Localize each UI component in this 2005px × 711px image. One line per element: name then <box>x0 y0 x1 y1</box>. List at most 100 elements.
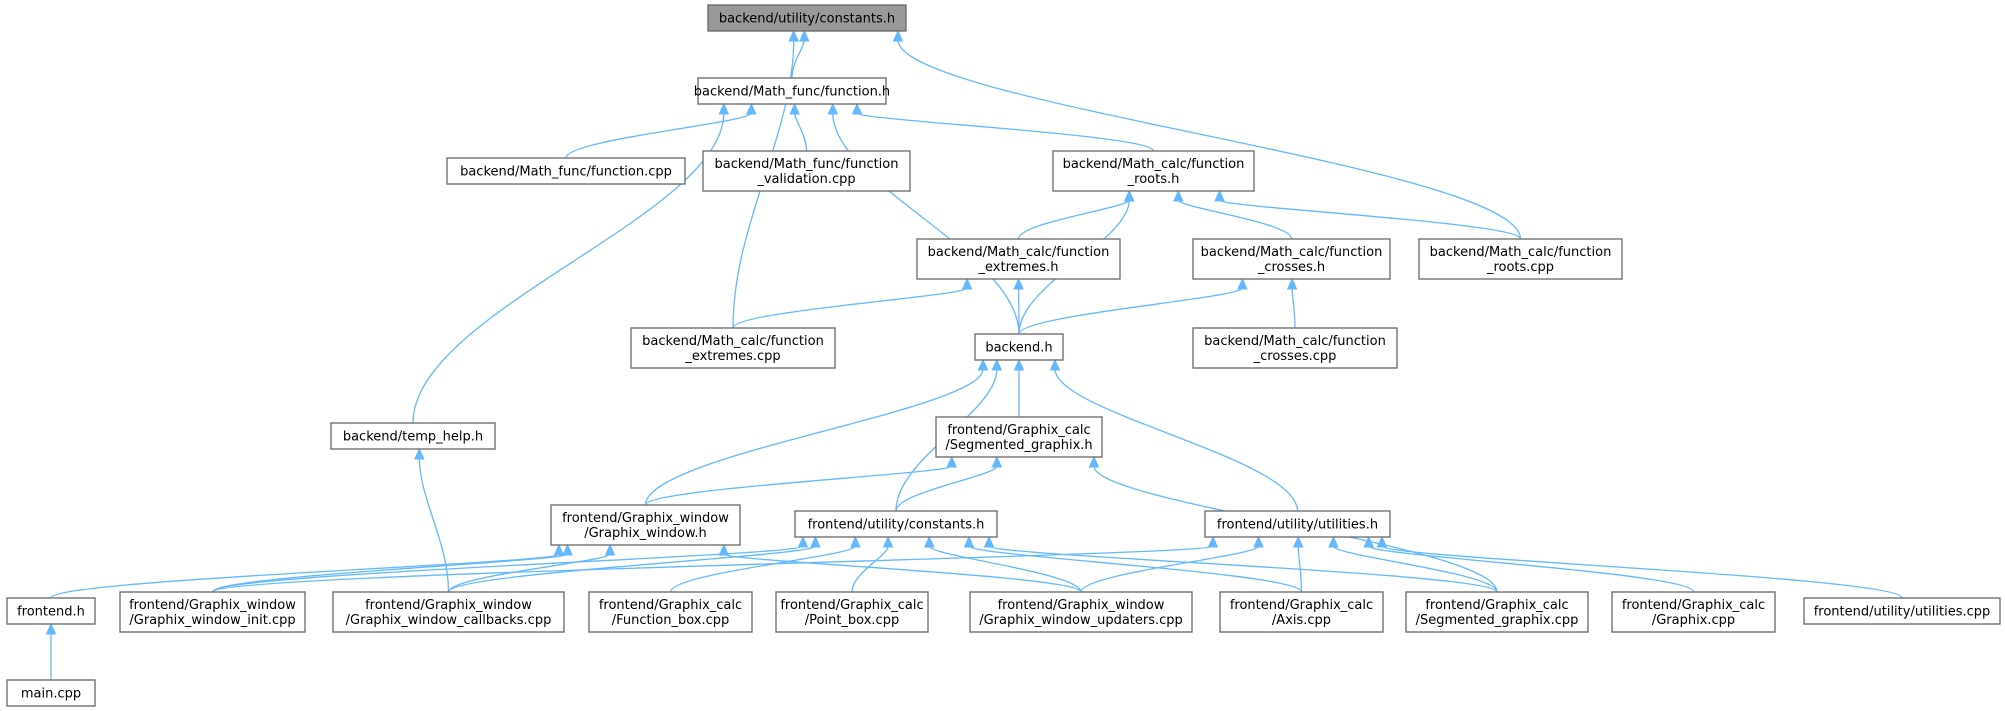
edge-function_h-to-backend_h <box>832 112 1020 335</box>
node-box[interactable] <box>1052 150 1255 192</box>
arrowhead-graphix_window_h-from-frontend_h <box>553 543 565 556</box>
node-fe-constants-h[interactable]: frontend/utility/constants.h <box>794 510 998 538</box>
arrowhead-function_roots_h-from-function_extremes_h <box>1123 189 1135 202</box>
arrowhead-fe_constants_h-from-gw_init_cpp <box>797 535 809 548</box>
edge-utilities_h-to-segmented_graphix_cpp <box>1332 545 1498 593</box>
node-box[interactable] <box>794 510 998 538</box>
node-label: /Point_box.cpp <box>805 613 899 628</box>
node-constants-h[interactable]: backend/utility/constants.h <box>707 4 907 32</box>
node-box[interactable] <box>6 679 96 707</box>
node-label: frontend/utility/utilities.cpp <box>1814 605 1991 620</box>
node-gw-updaters-cpp[interactable]: frontend/Graphix_window/Graphix_window_u… <box>969 591 1193 633</box>
node-label: frontend/Graphix_calc <box>1230 598 1373 613</box>
edge-layer <box>45 29 1903 680</box>
node-box[interactable] <box>916 238 1121 280</box>
arrowhead-utilities_h-from-graphix_cpp <box>1363 535 1375 548</box>
node-box[interactable] <box>974 333 1064 361</box>
node-box[interactable] <box>446 157 686 185</box>
node-function-validation-cpp[interactable]: backend/Math_func/function_validation.cp… <box>702 150 911 192</box>
node-gw-callbacks-cpp[interactable]: frontend/Graphix_window/Graphix_window_c… <box>332 591 565 633</box>
node-label: _validation.cpp <box>756 172 855 187</box>
arrowhead-function_h-from-function_cpp <box>746 102 757 115</box>
node-graphix-cpp[interactable]: frontend/Graphix_calc/Graphix.cpp <box>1611 591 1776 633</box>
arrowhead-function_extremes_h-from-function_extremes_cpp <box>961 277 973 290</box>
node-box[interactable] <box>1611 591 1776 633</box>
edge-function_roots_h-to-function_extremes_h <box>1017 199 1130 240</box>
node-label: /Graphix_window_updaters.cpp <box>979 613 1183 628</box>
node-function-crosses-h[interactable]: backend/Math_calc/function_crosses.h <box>1192 238 1391 280</box>
node-utilities-h[interactable]: frontend/utility/utilities.h <box>1204 510 1391 538</box>
edge-fe_constants_h-to-function_box_cpp <box>669 545 857 593</box>
node-function-box-cpp[interactable]: frontend/Graphix_calc/Function_box.cpp <box>588 591 753 633</box>
arrowhead-graphix_window_h-from-gw_init_cpp <box>562 543 573 556</box>
node-frontend-h[interactable]: frontend.h <box>6 597 96 625</box>
node-box[interactable] <box>119 591 306 633</box>
node-function-extremes-cpp[interactable]: backend/Math_calc/function_extremes.cpp <box>630 327 836 369</box>
arrowhead-utilities_h-from-gw_updaters_cpp <box>1253 535 1264 548</box>
arrowhead-function_roots_h-from-backend_h <box>1124 189 1135 202</box>
arrowhead-function_h-from-temp_help_h <box>718 102 730 115</box>
edge-utilities_h-to-graphix_cpp <box>1368 545 1695 593</box>
node-label: /Graphix.cpp <box>1652 613 1735 628</box>
node-gw-init-cpp[interactable]: frontend/Graphix_window/Graphix_window_i… <box>119 591 306 633</box>
node-label: frontend/Graphix_window <box>365 598 532 613</box>
node-function-roots-cpp[interactable]: backend/Math_calc/function_roots.cpp <box>1418 238 1623 280</box>
node-function-crosses-cpp[interactable]: backend/Math_calc/function_crosses.cpp <box>1192 327 1398 369</box>
node-box[interactable] <box>969 591 1193 633</box>
node-graphix-window-h[interactable]: frontend/Graphix_window/Graphix_window.h <box>550 504 741 546</box>
node-box[interactable] <box>630 327 836 369</box>
node-label: backend/Math_calc/function <box>1204 334 1386 349</box>
node-box[interactable] <box>935 416 1103 458</box>
arrowhead-function_roots_h-from-function_crosses_h <box>1173 189 1184 202</box>
node-label: frontend.h <box>17 605 85 620</box>
node-box[interactable] <box>1405 591 1589 633</box>
node-box[interactable] <box>330 422 496 450</box>
node-backend-h[interactable]: backend.h <box>974 333 1064 361</box>
node-function-h[interactable]: backend/Math_func/function.h <box>694 77 890 105</box>
node-box[interactable] <box>588 591 753 633</box>
node-segmented-graphix-h[interactable]: frontend/Graphix_calc/Segmented_graphix.… <box>935 416 1103 458</box>
arrowhead-fe_constants_h-from-point_box_cpp <box>882 535 894 548</box>
node-label: _roots.cpp <box>1486 260 1554 275</box>
arrowhead-frontend_h-from-main_cpp <box>45 622 57 635</box>
node-box[interactable] <box>1219 591 1384 633</box>
node-box[interactable] <box>775 591 929 633</box>
arrowhead-utilities_h-from-utilities_cpp <box>1376 535 1388 548</box>
node-box[interactable] <box>697 77 887 105</box>
node-box[interactable] <box>550 504 741 546</box>
edge-graphix_window_h-to-gw_callbacks_cpp <box>447 553 611 593</box>
node-box[interactable] <box>332 591 565 633</box>
node-box[interactable] <box>1418 238 1623 280</box>
node-label: frontend/utility/utilities.h <box>1217 518 1378 533</box>
node-label: backend/Math_calc/function <box>1063 157 1245 172</box>
node-function-cpp[interactable]: backend/Math_func/function.cpp <box>446 157 686 185</box>
node-box[interactable] <box>1204 510 1391 538</box>
node-segmented-graphix-cpp[interactable]: frontend/Graphix_calc/Segmented_graphix.… <box>1405 591 1589 633</box>
node-temp-help-h[interactable]: backend/temp_help.h <box>330 422 496 450</box>
node-box[interactable] <box>1192 327 1398 369</box>
node-box[interactable] <box>1803 597 2001 625</box>
node-function-extremes-h[interactable]: backend/Math_calc/function_extremes.h <box>916 238 1121 280</box>
arrowhead-fe_constants_h-from-gw_callbacks_cpp <box>810 535 821 548</box>
node-box[interactable] <box>1192 238 1391 280</box>
node-main-cpp[interactable]: main.cpp <box>6 679 96 707</box>
node-label: backend/Math_func/function <box>714 157 898 172</box>
node-axis-cpp[interactable]: frontend/Graphix_calc/Axis.cpp <box>1219 591 1384 633</box>
node-label: /Graphix_window_init.cpp <box>129 613 295 628</box>
node-function-roots-h[interactable]: backend/Math_calc/function_roots.h <box>1052 150 1255 192</box>
edge-function_extremes_h-to-function_extremes_cpp <box>732 287 968 329</box>
node-utilities-cpp[interactable]: frontend/utility/utilities.cpp <box>1803 597 2001 625</box>
edge-segmented_graphix_h-to-graphix_window_h <box>644 465 953 506</box>
arrowhead-fe_constants_h-from-gw_updaters_cpp <box>924 535 935 548</box>
edge-temp_help_h-to-gw_callbacks_cpp <box>418 457 450 593</box>
node-box[interactable] <box>702 150 911 192</box>
edge-utilities_h-to-axis_cpp <box>1297 545 1303 593</box>
node-box[interactable] <box>6 597 96 625</box>
arrowhead-backend_h-from-fe_constants_h <box>991 358 1003 371</box>
edge-fe_constants_h-to-gw_updaters_cpp <box>928 545 1082 593</box>
arrowhead-backend_h-from-segmented_graphix_h <box>1013 358 1025 371</box>
node-label: backend/Math_calc/function <box>928 245 1110 260</box>
node-point-box-cpp[interactable]: frontend/Graphix_calc/Point_box.cpp <box>775 591 929 633</box>
node-label: frontend/Graphix_window <box>129 598 296 613</box>
node-box[interactable] <box>707 4 907 32</box>
